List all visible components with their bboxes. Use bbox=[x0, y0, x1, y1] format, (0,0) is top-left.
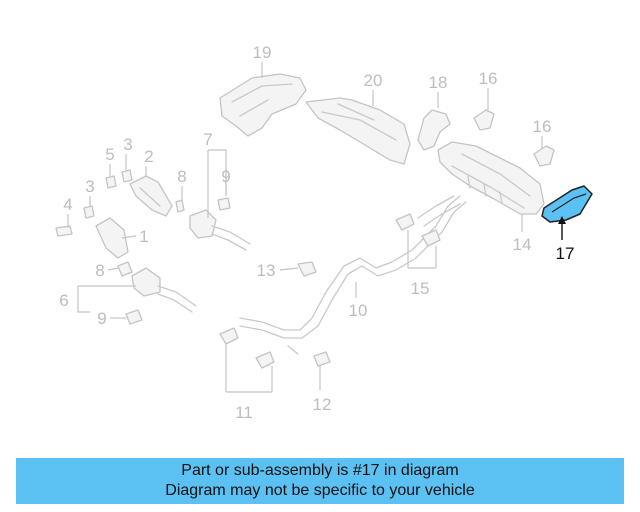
label-16-lower: 16 bbox=[533, 117, 552, 136]
hanger-16-upper bbox=[473, 109, 495, 131]
label-17-highlighted: 17 bbox=[556, 244, 575, 263]
label-11: 11 bbox=[235, 403, 253, 422]
label-13: 13 bbox=[257, 261, 276, 280]
banner-line-part: Part or sub-assembly is #17 in diagram bbox=[181, 462, 459, 479]
rear-muffler-14 bbox=[437, 141, 545, 215]
exhaust-parts-diagram: 19 20 18 16 16 3 5 2 3 7 8 9 4 1 8 6 9 1… bbox=[55, 43, 593, 422]
converter-assembly-6 bbox=[117, 261, 197, 325]
catalytic-converter-2 bbox=[129, 175, 173, 217]
tailpipe-tip-17 bbox=[541, 185, 593, 223]
clamps-11 bbox=[219, 327, 275, 369]
label-7: 7 bbox=[203, 130, 212, 149]
hanger-12 bbox=[287, 345, 331, 367]
callout-labels: 19 20 18 16 16 3 5 2 3 7 8 9 4 1 8 6 9 1… bbox=[59, 43, 574, 422]
hanger-16-lower bbox=[533, 145, 555, 167]
label-18: 18 bbox=[429, 73, 448, 92]
label-10: 10 bbox=[349, 301, 368, 320]
label-8-lower: 8 bbox=[95, 261, 104, 280]
label-3-lower: 3 bbox=[85, 177, 94, 196]
part-info-banner: Part or sub-assembly is #17 in diagram D… bbox=[16, 458, 624, 504]
label-14: 14 bbox=[513, 235, 532, 254]
heat-shield-19 bbox=[219, 73, 307, 137]
small-fasteners bbox=[55, 169, 231, 237]
label-9-upper: 9 bbox=[221, 167, 230, 186]
front-pipe-7 bbox=[189, 209, 251, 251]
leader-lines bbox=[67, 62, 566, 393]
downpipe-1 bbox=[95, 217, 129, 259]
hanger-13 bbox=[297, 261, 317, 277]
label-16-upper: 16 bbox=[479, 69, 498, 88]
clamps-15 bbox=[395, 213, 441, 247]
label-5: 5 bbox=[105, 145, 114, 164]
label-9-lower: 9 bbox=[97, 309, 106, 328]
label-4: 4 bbox=[63, 195, 72, 214]
label-20: 20 bbox=[364, 71, 383, 90]
banner-line-disclaimer: Diagram may not be specific to your vehi… bbox=[165, 482, 475, 499]
bracket-18 bbox=[417, 109, 451, 151]
label-2: 2 bbox=[144, 147, 153, 166]
label-6: 6 bbox=[59, 291, 68, 310]
heat-shield-20 bbox=[305, 97, 411, 165]
label-15: 15 bbox=[411, 279, 430, 298]
label-19: 19 bbox=[253, 43, 272, 62]
label-1: 1 bbox=[139, 227, 148, 246]
label-8-upper: 8 bbox=[177, 167, 186, 186]
label-12: 12 bbox=[313, 395, 332, 414]
label-3-upper: 3 bbox=[123, 135, 132, 154]
